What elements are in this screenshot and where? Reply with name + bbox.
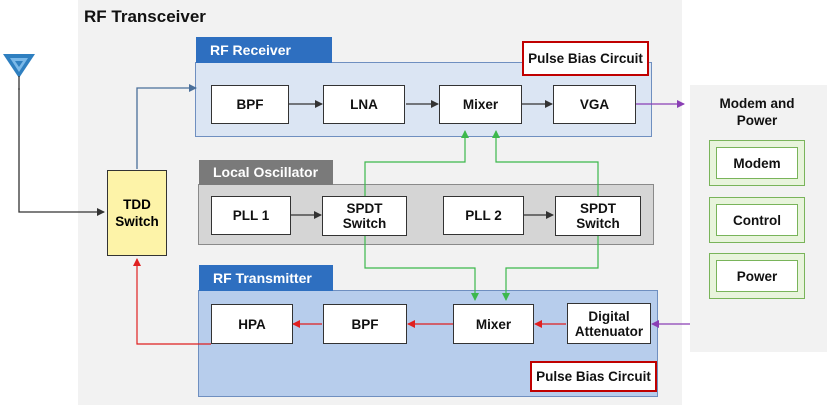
tx-mixer-block: Mixer: [453, 304, 534, 344]
antenna-to-tdd-wire: [18, 88, 105, 216]
tx-pulse-bias-circuit: Pulse Bias Circuit: [530, 361, 657, 392]
rx-vga-block: VGA: [553, 85, 636, 124]
rx-lna-block: LNA: [323, 85, 405, 124]
modem-box: Modem: [709, 140, 805, 186]
rx-mixer-block: Mixer: [439, 85, 522, 124]
tx-bpf-block: BPF: [323, 304, 407, 344]
rf-receiver-header: RF Receiver: [196, 37, 332, 63]
power-box: Power: [709, 253, 805, 299]
rx-pulse-bias-circuit: Pulse Bias Circuit: [522, 41, 649, 76]
modem-power-title: Modem and Power: [719, 96, 795, 128]
power-label: Power: [716, 260, 798, 292]
antenna-icon: [3, 54, 35, 90]
spdt-switch1-block: SPDT Switch: [322, 196, 407, 236]
rf-transmitter-header: RF Transmitter: [199, 265, 333, 291]
tdd-switch-block: TDD Switch: [107, 170, 167, 256]
pll2-block: PLL 2: [443, 196, 524, 235]
tx-digital-attenuator-block: Digital Attenuator: [567, 303, 651, 344]
control-label: Control: [716, 204, 798, 236]
modem-label: Modem: [716, 147, 798, 179]
pll1-block: PLL 1: [211, 196, 291, 235]
tdd-to-receiver-wire: [136, 84, 197, 169]
local-oscillator-header: Local Oscillator: [199, 160, 333, 185]
spdt-switch2-block: SPDT Switch: [555, 196, 641, 236]
control-box: Control: [709, 197, 805, 243]
rx-bpf-block: BPF: [211, 85, 289, 124]
page-title: RF Transceiver: [84, 7, 206, 26]
tx-hpa-block: HPA: [211, 304, 293, 344]
